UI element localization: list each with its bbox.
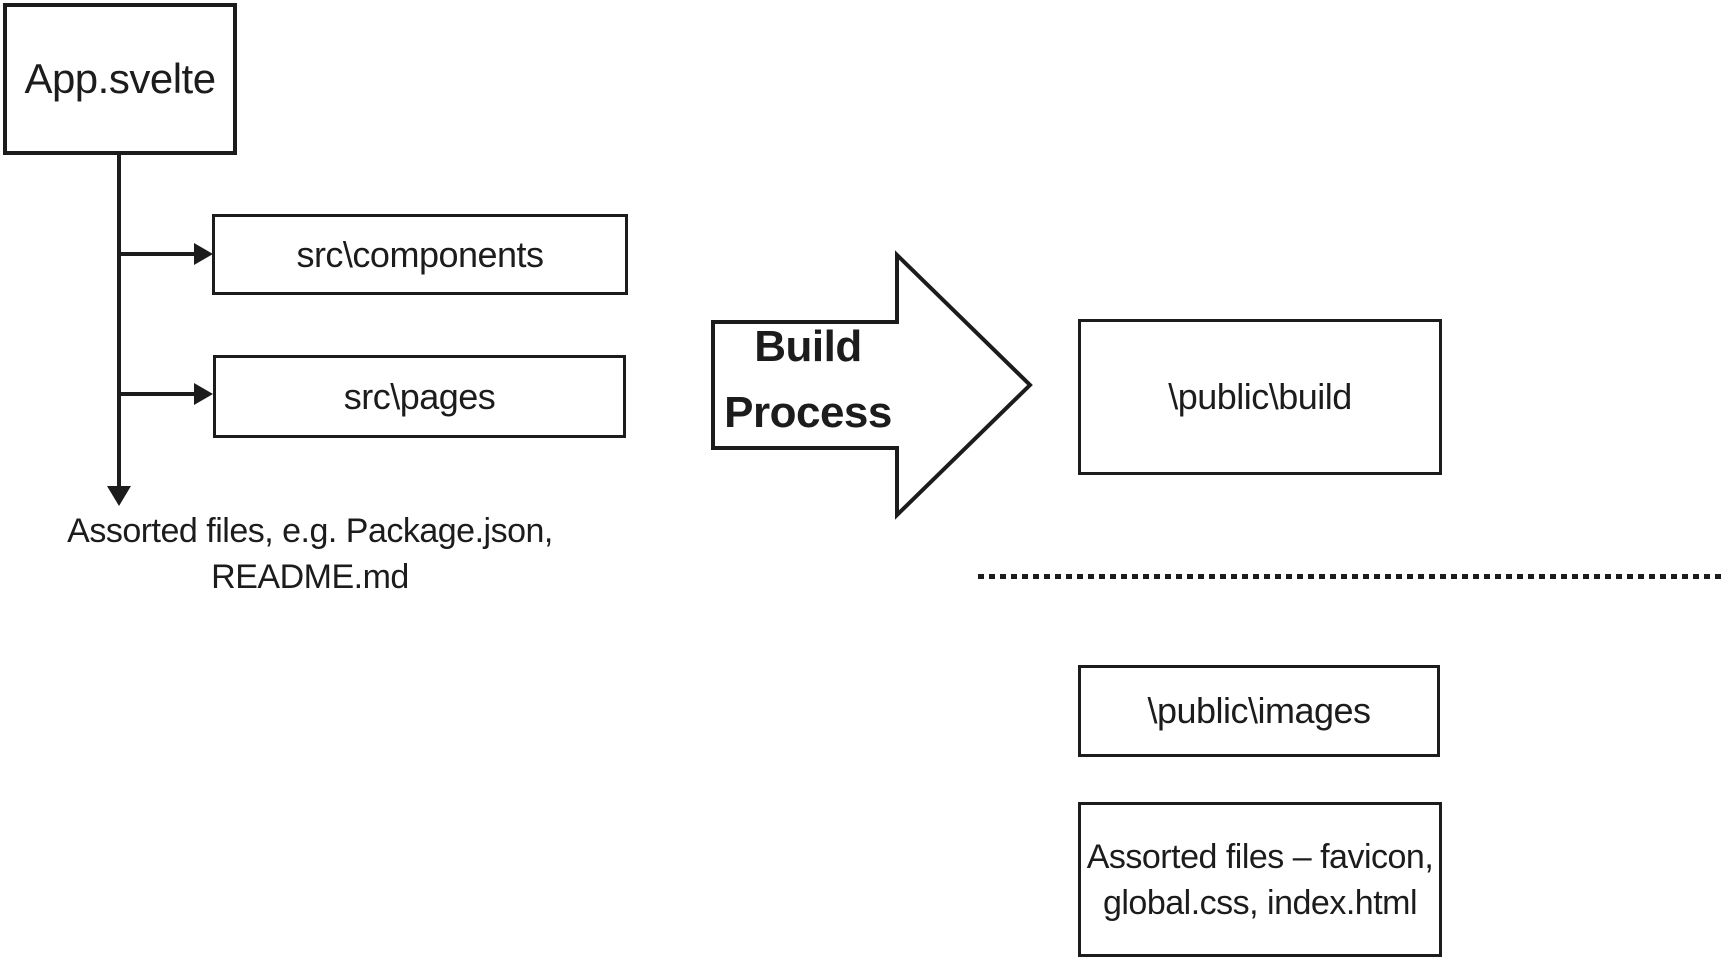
node-public-build: \public\build — [1078, 319, 1442, 475]
branch-arrowhead-components — [194, 243, 213, 265]
build-process-label: Build Process — [703, 314, 913, 446]
node-output-assorted-line1: Assorted files – favicon, — [1086, 837, 1434, 876]
node-src-pages: src\pages — [213, 355, 626, 438]
node-src-components: src\components — [212, 214, 628, 295]
node-public-images-label: \public\images — [1147, 690, 1371, 731]
build-process-label-line1: Build — [754, 322, 862, 371]
right-block-arrow-icon — [711, 250, 1033, 520]
assorted-source-files-caption: Assorted files, e.g. Package.json, READM… — [40, 508, 580, 600]
node-app-svelte-label: App.svelte — [24, 55, 216, 102]
node-public-images: \public\images — [1078, 665, 1440, 757]
node-public-build-label: \public\build — [1168, 376, 1352, 417]
node-output-assorted-files: Assorted files – favicon, global.css, in… — [1078, 802, 1442, 957]
build-process-arrow-shape — [711, 250, 1033, 520]
trunk-connector-line — [117, 155, 121, 486]
assorted-source-files-line2: README.md — [211, 558, 409, 596]
branch-line-components — [119, 252, 195, 256]
branch-arrowhead-pages — [194, 383, 213, 405]
dashed-separator-line — [978, 574, 1725, 579]
build-process-label-line2: Process — [724, 388, 892, 437]
node-app-svelte: App.svelte — [3, 3, 237, 155]
node-src-pages-label: src\pages — [343, 375, 496, 417]
node-output-assorted-line2: global.css, index.html — [1102, 883, 1418, 922]
down-arrowhead — [107, 486, 131, 506]
node-src-components-label: src\components — [296, 233, 544, 275]
assorted-source-files-line1: Assorted files, e.g. Package.json, — [67, 512, 553, 550]
branch-line-pages — [119, 392, 195, 396]
